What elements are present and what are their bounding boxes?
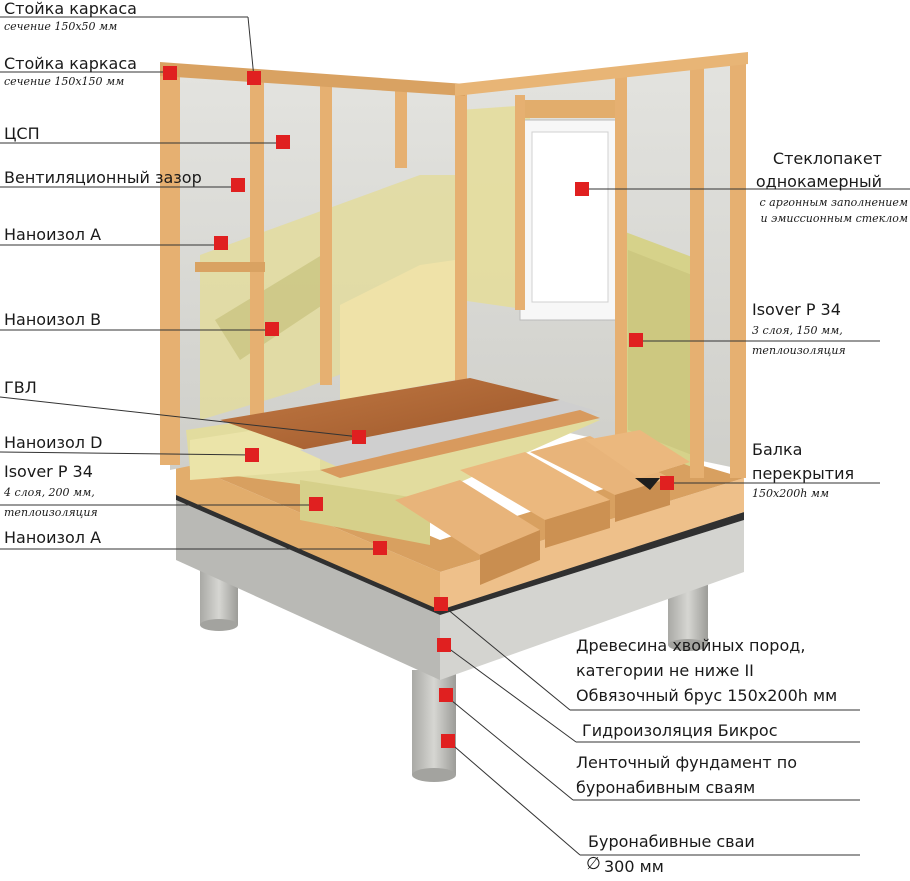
label-stoyka-2-sub: сечение 150х150 мм: [4, 75, 125, 88]
marker-nanoizol-a-bottom: [373, 541, 387, 555]
label-isover-floor-title: Isover P 34: [4, 462, 93, 481]
label-window-title1: Стеклопакет: [772, 149, 882, 168]
pile-front: [412, 670, 456, 782]
marker-bikros: [437, 638, 451, 652]
label-stoyka-1-sub: сечение 150х50 мм: [4, 20, 118, 33]
label-bikros: Гидроизоляция Бикрос: [582, 721, 778, 740]
marker-vent: [231, 178, 245, 192]
marker-piles: [441, 734, 455, 748]
label-isover-wall-title: Isover P 34: [752, 300, 841, 319]
label-wood-line2: категории не ниже II: [576, 661, 754, 680]
frame-studs: [160, 52, 748, 478]
label-isover-wall-sub2: теплоизоляция: [752, 344, 846, 357]
window: [519, 100, 621, 321]
label-nanoizol-a-top: Наноизол А: [4, 225, 102, 244]
label-beam-title1: Балка: [752, 440, 803, 459]
marker-wood: [434, 597, 448, 611]
label-piles-title: Буронабивные сваи: [588, 832, 755, 851]
label-stoyka-2-title: Стойка каркаса: [4, 54, 137, 73]
marker-foundation: [439, 688, 453, 702]
floor-joists: [395, 430, 690, 585]
label-wood-line3: Обвязочный брус 150х200h мм: [576, 686, 838, 705]
label-stoyka-1-title: Стойка каркаса: [4, 0, 137, 18]
marker-beam: [660, 476, 674, 490]
label-isover-floor-sub1: 4 слоя, 200 мм,: [4, 486, 95, 499]
marker-isover-wall: [629, 333, 643, 347]
label-csp: ЦСП: [4, 124, 40, 143]
marker-window: [575, 182, 589, 196]
floor-boards: [220, 378, 600, 478]
label-piles-diameter-symbol: ∅: [586, 854, 601, 874]
label-window-sub1: с аргонным заполнением: [759, 196, 909, 209]
label-gvl: ГВЛ: [4, 378, 37, 397]
marker-csp: [276, 135, 290, 149]
label-nanoizol-b: Наноизол В: [4, 310, 102, 329]
label-nanoizol-a-bottom: Наноизол А: [4, 528, 102, 547]
label-foundation-line1: Ленточный фундамент по: [576, 753, 797, 772]
marker-stoyka-1: [247, 71, 261, 85]
marker-nanoizol-a-top: [214, 236, 228, 250]
marker-gvl: [352, 430, 366, 444]
label-beam-title2: перекрытия: [752, 464, 855, 483]
label-window-sub2: и эмиссионным стеклом: [760, 212, 908, 225]
label-nanoizol-d: Наноизол D: [4, 433, 103, 452]
strip-foundation: [176, 492, 744, 680]
label-foundation-line2: буронабивным сваям: [576, 778, 756, 797]
label-piles-size: 300 мм: [604, 857, 664, 876]
label-vent: Вентиляционный зазор: [4, 168, 202, 187]
leader-lines: [0, 16, 910, 856]
label-beam-sub: 150х200h мм: [752, 487, 830, 500]
marker-nanoizol-d: [245, 448, 259, 462]
marker-nanoizol-b: [265, 322, 279, 336]
markers: [163, 66, 674, 748]
marker-isover-floor: [309, 497, 323, 511]
label-window-title2: однокамерный: [755, 172, 882, 191]
marker-stoyka-2: [163, 66, 177, 80]
label-isover-wall-sub1: 3 слоя, 150 мм,: [752, 324, 843, 337]
label-wood-line1: Древесина хвойных пород,: [576, 636, 806, 655]
label-isover-floor-sub2: теплоизоляция: [4, 506, 98, 519]
